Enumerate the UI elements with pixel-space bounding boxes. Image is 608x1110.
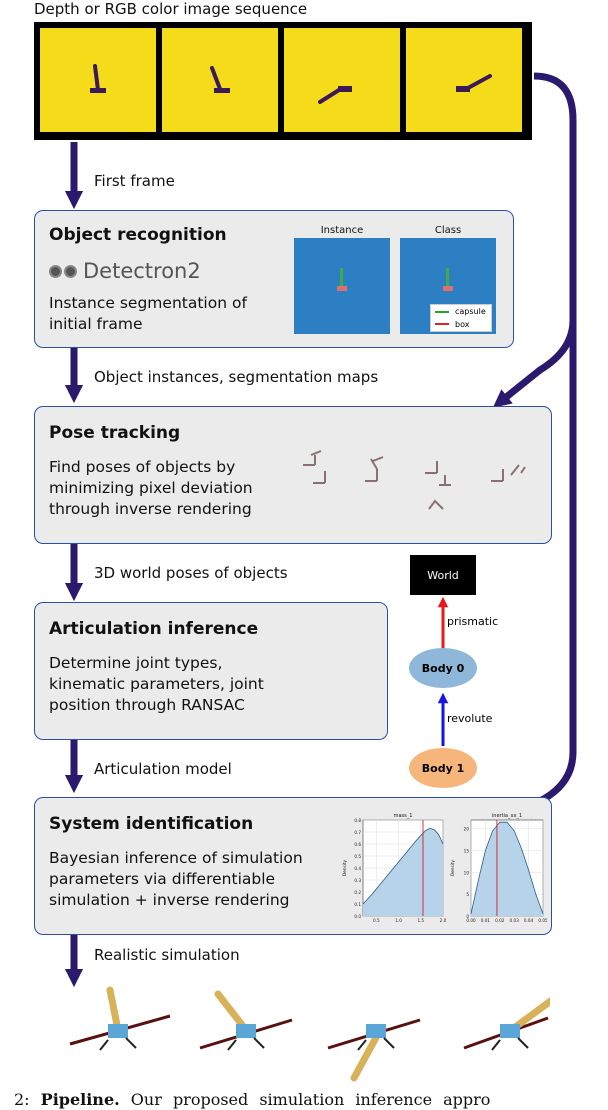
desc-line: Determine joint types,	[49, 654, 223, 672]
stage-pose-tracking: Pose tracking Find poses of objects by m…	[34, 406, 552, 544]
stage-title: Pose tracking	[49, 423, 181, 443]
sim-render-1	[69, 986, 171, 1051]
stage-title: Object recognition	[49, 225, 227, 245]
x-tick-label: 0.00	[466, 918, 476, 923]
detectron-eyes-icon	[49, 264, 77, 278]
y-tick-label: 15	[464, 849, 470, 854]
x-tick-label: 0.03	[510, 918, 520, 923]
desc-line: parameters via differentiable	[49, 870, 276, 888]
sim-render-4	[463, 997, 550, 1051]
density-line	[362, 827, 444, 905]
instance-map	[294, 238, 390, 334]
desc-line: Bayesian inference of simulation	[49, 849, 303, 867]
desc-line: initial frame	[49, 315, 143, 333]
frame-2	[162, 28, 278, 132]
class-map: capsule box	[400, 238, 496, 334]
x-tick-label: 1.0	[395, 918, 402, 923]
detectron-logo: Detectron2	[49, 259, 201, 283]
panel-title-class: Class	[434, 225, 462, 236]
sequence-label: Depth or RGB color image sequence	[34, 0, 308, 18]
stage-title: Articulation inference	[49, 619, 259, 639]
chart-title: inertia_xx_1	[492, 813, 522, 819]
label-articulation-model: Articulation model	[94, 760, 232, 778]
y-tick-label: 0.6	[354, 842, 361, 847]
density-area	[471, 822, 543, 916]
frame-4	[406, 28, 522, 132]
y-tick-label: 10	[464, 870, 470, 875]
x-tick-label: 0.04	[524, 918, 534, 923]
y-tick-label: 0.0	[354, 914, 361, 919]
label-first-frame: First frame	[94, 172, 175, 190]
y-tick-label: 0.4	[354, 866, 361, 871]
figure-caption: 2: Pipeline. Our proposed simulation inf…	[14, 1090, 490, 1109]
density-line	[470, 821, 544, 914]
simulation-renders	[69, 986, 550, 1082]
image-sequence	[34, 22, 532, 140]
x-tick-label: 0.01	[481, 918, 491, 923]
pose-samples	[303, 450, 526, 510]
desc-line: minimizing pixel deviation	[49, 479, 253, 497]
caption-bold: Pipeline.	[40, 1090, 120, 1109]
y-tick-label: 0.1	[354, 902, 361, 907]
caption-text: Our proposed simulation inference appro	[130, 1090, 491, 1109]
legend-item-capsule: capsule	[431, 305, 491, 318]
label-object-instances: Object instances, segmentation maps	[94, 368, 379, 386]
label-realistic-sim: Realistic simulation	[94, 946, 240, 964]
node-body-0: Body 0	[409, 648, 477, 688]
desc-line: Find poses of objects by	[49, 458, 236, 476]
edge-label-prismatic: prismatic	[447, 615, 499, 628]
stage-desc: Determine joint types, kinematic paramet…	[49, 653, 264, 716]
legend-item-box: box	[431, 318, 491, 330]
y-tick-label: 0.3	[354, 878, 361, 883]
x-tick-label: 0.5	[373, 918, 380, 923]
desc-line: simulation + inverse rendering	[49, 891, 290, 909]
detectron-text: Detectron2	[83, 259, 201, 283]
y-tick-label: 0.2	[354, 890, 361, 895]
stage-desc: Bayesian inference of simulation paramet…	[49, 848, 303, 911]
y-tick-label: 0.5	[354, 854, 361, 859]
stage-desc: Find poses of objects by minimizing pixe…	[49, 457, 253, 520]
stage-title: System identification	[49, 814, 254, 834]
x-tick-label: 1.5	[417, 918, 424, 923]
x-tick-label: 2.0	[440, 918, 447, 923]
frame-3	[284, 28, 400, 132]
y-tick-label: 5	[466, 892, 469, 897]
edge-label-revolute: revolute	[447, 712, 493, 725]
desc-line: Instance segmentation of	[49, 294, 247, 312]
y-axis-label: Density	[450, 860, 455, 876]
legend: capsule box	[430, 304, 492, 332]
y-tick-label: 20	[464, 827, 470, 832]
stage-object-recognition: Object recognition Detectron2 Instance s…	[34, 210, 514, 348]
density-chart-mass: 0.0 0.1 0.2 0.3 0.4 0.5 0.6 0.7 0.8 0.5 1.0 1.5 2.0 m…	[342, 813, 447, 923]
sim-render-3	[327, 1018, 421, 1082]
sim-render-2	[199, 990, 293, 1051]
desc-line: position through RANSAC	[49, 696, 245, 714]
desc-line: kinematic parameters, joint	[49, 675, 264, 693]
y-tick-label: 0.7	[354, 830, 361, 835]
node-world: World	[410, 555, 476, 595]
frame-1	[40, 28, 156, 132]
chart-title: mass_1	[394, 813, 413, 819]
panel-title-instance: Instance	[320, 225, 364, 236]
label-world-poses: 3D world poses of objects	[94, 564, 288, 582]
x-tick-label: 0.05	[538, 918, 547, 923]
stage-desc: Instance segmentation of initial frame	[49, 293, 247, 335]
stage-articulation-inference: Articulation inference Determine joint t…	[34, 602, 388, 740]
caption-prefix: 2:	[14, 1090, 30, 1109]
y-axis-label: Density	[342, 860, 347, 876]
density-chart-inertia: 0 5 10 15 20 0.00 0.01 0.02 0.03 0.04 0.05 inertia_…	[450, 813, 547, 923]
node-body-1: Body 1	[409, 748, 477, 788]
y-tick-label: 0	[466, 914, 469, 919]
x-tick-label: 0.02	[495, 918, 505, 923]
desc-line: through inverse rendering	[49, 500, 252, 518]
kinematic-graph	[437, 596, 449, 746]
stage-system-identification: System identification Bayesian inference…	[34, 797, 552, 935]
y-tick-label: 0.8	[354, 818, 361, 823]
